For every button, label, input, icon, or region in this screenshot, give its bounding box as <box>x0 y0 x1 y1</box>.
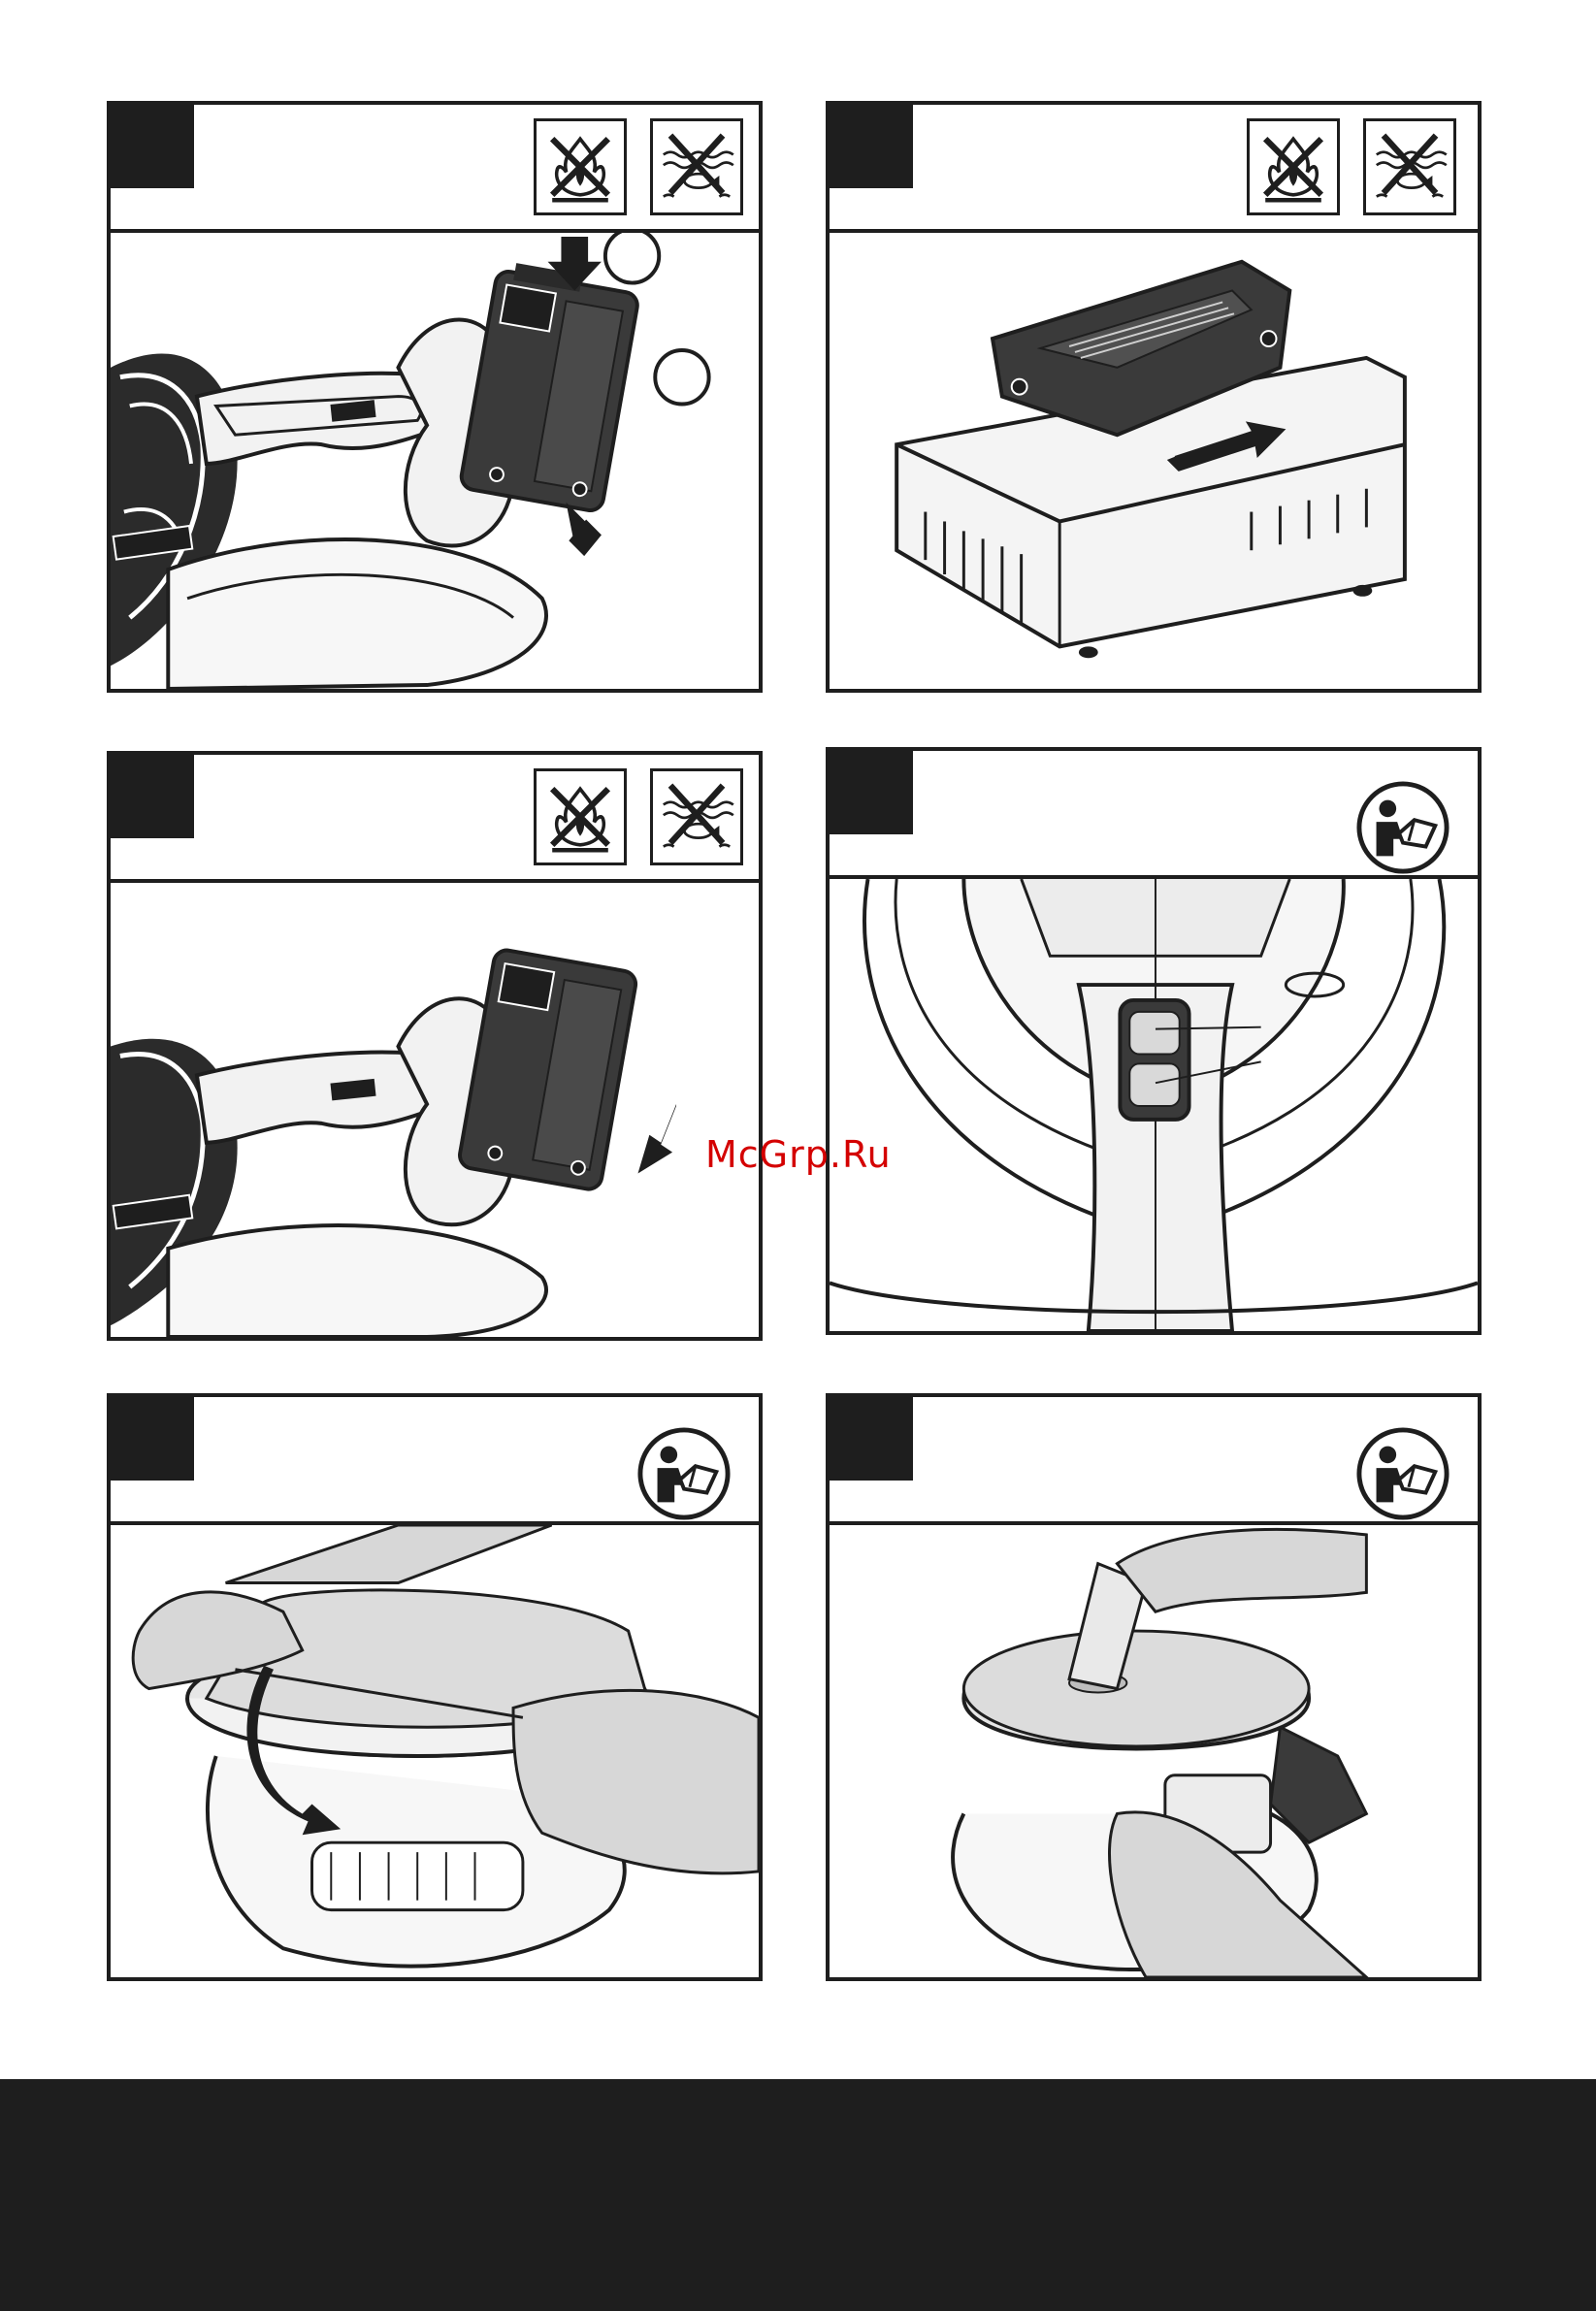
panel-header <box>830 105 1478 233</box>
footer-band <box>0 2079 1596 2311</box>
figure-panel-apply-wax <box>826 1393 1482 1981</box>
panel-header <box>830 751 1478 879</box>
step-number-box <box>111 105 194 188</box>
figure-panel-install-battery <box>107 101 763 693</box>
illustration-remove-battery <box>111 883 759 1337</box>
read-manual-icon <box>636 1426 732 1521</box>
watermark-text: McGrp.Ru <box>705 1133 892 1176</box>
no-water-icon <box>650 768 743 865</box>
step-number-box <box>830 751 913 834</box>
illustration-install-battery <box>111 233 759 689</box>
panel-header <box>111 1397 759 1525</box>
read-manual-icon <box>1355 780 1450 875</box>
illustration-switch <box>830 879 1478 1331</box>
step-number-box <box>111 755 194 838</box>
illustration-charger <box>830 233 1478 689</box>
callout-circle-1 <box>605 233 659 283</box>
no-fire-icon <box>534 768 627 865</box>
figure-panel-charger <box>826 101 1482 693</box>
no-fire-icon <box>1247 118 1340 215</box>
illustration-fit-bonnet <box>111 1525 759 1977</box>
panel-header <box>830 1397 1478 1525</box>
figure-panel-remove-battery <box>107 751 763 1341</box>
no-water-icon <box>650 118 743 215</box>
figure-panel-fit-bonnet <box>107 1393 763 1981</box>
illustration-apply-wax <box>830 1525 1478 1977</box>
step-number-box <box>830 105 913 188</box>
figure-panel-switch <box>826 747 1482 1335</box>
step-number-box <box>111 1397 194 1481</box>
panel-header <box>111 755 759 883</box>
panel-header <box>111 105 759 233</box>
no-water-icon <box>1363 118 1456 215</box>
read-manual-icon <box>1355 1426 1450 1521</box>
step-number-box <box>830 1397 913 1481</box>
no-fire-icon <box>534 118 627 215</box>
callout-circle-2 <box>655 350 708 405</box>
